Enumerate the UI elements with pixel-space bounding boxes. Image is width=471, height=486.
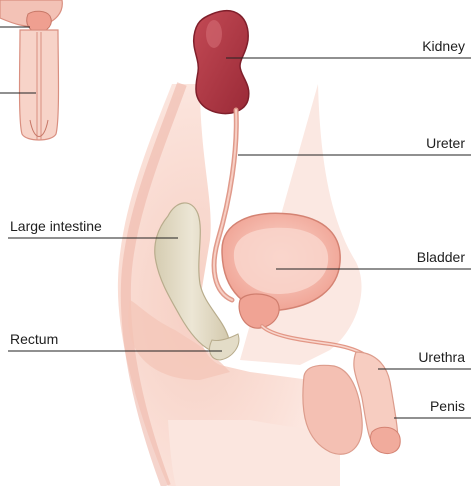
label-large-intestine: Large intestine [10, 218, 102, 234]
label-penis: Penis [430, 398, 465, 414]
inset-penis-cross-section [0, 0, 62, 140]
inset-prostate [27, 11, 52, 32]
kidney-shape [194, 11, 249, 114]
bladder-inner [234, 228, 328, 294]
label-rectum: Rectum [10, 331, 58, 347]
label-urethra: Urethra [418, 349, 465, 365]
label-bladder: Bladder [417, 249, 465, 265]
label-ureter: Ureter [426, 135, 465, 151]
kidney-highlight [206, 20, 222, 48]
inset-shaft [20, 30, 59, 140]
label-kidney: Kidney [422, 38, 465, 54]
kidney [194, 11, 249, 114]
